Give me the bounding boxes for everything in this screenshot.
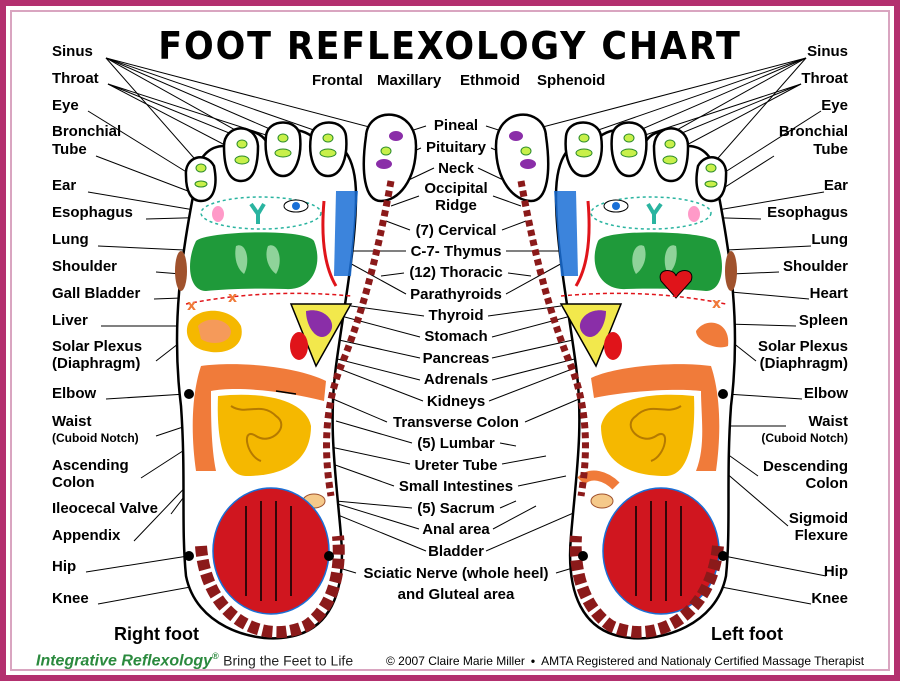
label-lung-right: Lung <box>811 231 848 248</box>
label-sinus-left: Sinus <box>52 43 93 60</box>
label-esophagus-left: Esophagus <box>52 204 133 221</box>
label-esophagus-right: Esophagus <box>767 204 848 221</box>
label-small-intestines: Small Intestines <box>398 478 514 495</box>
label-descending-colon-2: Colon <box>805 475 849 492</box>
label-anal-area: Anal area <box>422 521 490 538</box>
brand-registered-mark: ® <box>212 651 219 661</box>
label-sigmoid-flexure-1: Sigmoid <box>788 510 848 527</box>
label-pituitary: Pituitary <box>425 139 486 156</box>
label-bronchial-right-1: Bronchial <box>778 123 848 140</box>
label-ethmoid: Ethmoid <box>460 72 520 89</box>
label-thoracic: (12) Thoracic <box>409 264 503 281</box>
left-foot-label: Left foot <box>711 624 783 644</box>
left-foot-drawing: x <box>494 113 737 640</box>
label-appendix: Appendix <box>52 527 121 544</box>
label-elbow-left: Elbow <box>52 385 97 402</box>
label-solar-plexus-left-1: Solar Plexus <box>52 338 143 355</box>
label-eye-left: Eye <box>52 97 79 114</box>
label-occipital-ridge-2: Ridge <box>435 197 477 214</box>
label-spleen: Spleen <box>798 312 848 329</box>
label-bronchial-left-1: Bronchial <box>52 123 122 140</box>
label-solar-plexus-left-2: (Diaphragm) <box>52 355 141 372</box>
label-hip-left: Hip <box>52 558 77 575</box>
svg-text:x: x <box>712 296 721 312</box>
label-bladder: Bladder <box>428 543 484 560</box>
label-transverse-colon: Transverse Colon <box>393 414 519 431</box>
label-bronchial-left-2: Tube <box>52 141 87 158</box>
label-sciatic-nerve-1: Sciatic Nerve (whole heel) <box>363 565 549 582</box>
label-pineal: Pineal <box>433 117 479 134</box>
svg-text:x: x <box>228 290 237 306</box>
label-lung-left: Lung <box>52 231 89 248</box>
label-adrenals: Adrenals <box>423 371 489 388</box>
label-hip-right: Hip <box>823 563 848 580</box>
label-sinus-right: Sinus <box>807 43 848 60</box>
footer-bullet: • <box>530 654 536 668</box>
feet-illustration: x x <box>85 57 827 640</box>
label-eye-right: Eye <box>821 97 848 114</box>
label-throat-right: Throat <box>801 70 848 87</box>
label-heart: Heart <box>809 285 848 302</box>
label-elbow-right: Elbow <box>803 385 848 402</box>
credential-text: AMTA Registered and Nationaly Certified … <box>541 654 865 668</box>
footer-brand: Integrative Reflexology® Bring the Feet … <box>36 651 353 670</box>
label-thymus: C-7- Thymus <box>410 243 502 260</box>
label-kidneys: Kidneys <box>426 393 486 410</box>
label-cervical: (7) Cervical <box>415 222 497 239</box>
label-solar-plexus-right-1: Solar Plexus <box>757 338 848 355</box>
label-ear-left: Ear <box>52 177 77 194</box>
label-neck: Neck <box>438 160 474 177</box>
brand-name: Integrative Reflexology <box>36 652 213 670</box>
label-ascending-colon-1: Ascending <box>52 457 129 474</box>
label-ear-right: Ear <box>823 177 848 194</box>
label-throat-left: Throat <box>52 70 99 87</box>
label-ascending-colon-2: Colon <box>52 474 95 491</box>
copyright-text: © 2007 Claire Marie Miller <box>386 654 525 668</box>
label-shoulder-right: Shoulder <box>782 258 848 275</box>
label-thyroid: Thyroid <box>428 307 484 324</box>
label-maxillary: Maxillary <box>377 72 442 89</box>
label-waist-right: Waist <box>808 413 848 430</box>
label-gall-bladder: Gall Bladder <box>52 285 141 302</box>
label-knee-right: Knee <box>811 590 848 607</box>
label-stomach: Stomach <box>424 328 488 345</box>
label-ureter-tube: Ureter Tube <box>414 457 498 474</box>
label-sacrum: (5) Sacrum <box>417 500 495 517</box>
label-shoulder-left: Shoulder <box>52 258 118 275</box>
svg-text:x: x <box>187 298 196 314</box>
footer-credit: © 2007 Claire Marie Miller • AMTA Register… <box>386 654 864 668</box>
label-cuboid-notch-right: (Cuboid Notch) <box>761 431 848 445</box>
label-sigmoid-flexure-2: Flexure <box>794 527 848 544</box>
label-sciatic-nerve-2: and Gluteal area <box>397 586 515 603</box>
label-pancreas: Pancreas <box>422 350 490 367</box>
label-knee-left: Knee <box>52 590 89 607</box>
label-solar-plexus-right-2: (Diaphragm) <box>759 355 848 372</box>
label-descending-colon-1: Descending <box>762 458 848 475</box>
right-foot-label: Right foot <box>114 624 199 644</box>
label-ileocecal-valve: Ileocecal Valve <box>52 500 158 517</box>
label-lumbar: (5) Lumbar <box>417 435 495 452</box>
label-waist-left: Waist <box>52 413 92 430</box>
chart-title: FOOT REFLEXOLOGY CHART <box>158 24 742 68</box>
label-sphenoid: Sphenoid <box>537 72 606 89</box>
label-liver: Liver <box>52 312 88 329</box>
label-parathyroids: Parathyroids <box>410 286 502 303</box>
label-bronchial-right-2: Tube <box>813 141 848 158</box>
right-foot-drawing: x x <box>175 113 418 640</box>
label-cuboid-notch-left: (Cuboid Notch) <box>52 431 139 445</box>
label-frontal: Frontal <box>312 72 363 89</box>
brand-tagline: Bring the Feet to Life <box>223 652 354 669</box>
label-occipital-ridge-1: Occipital <box>424 180 488 197</box>
